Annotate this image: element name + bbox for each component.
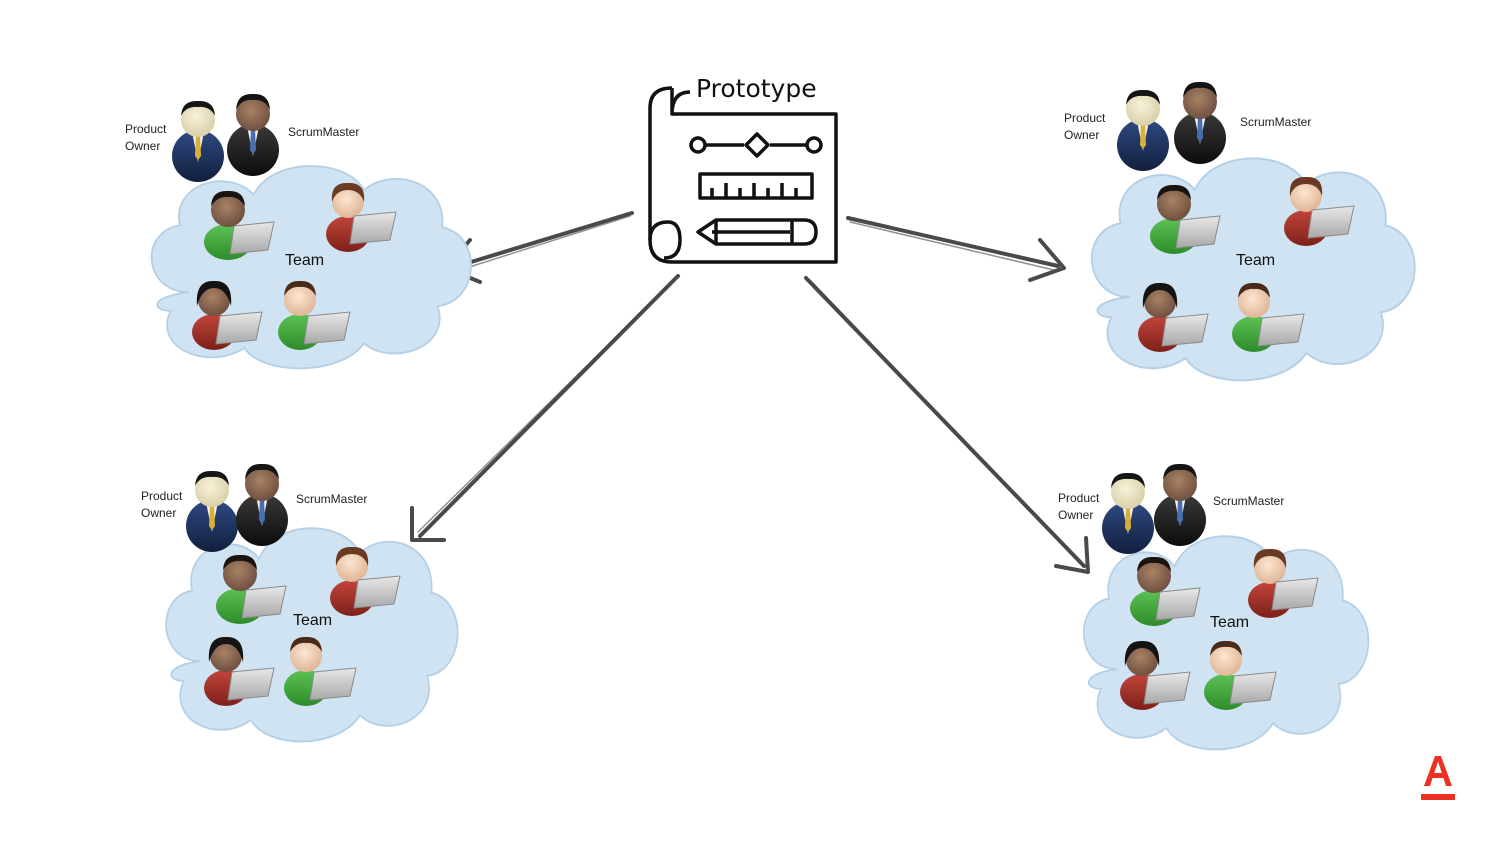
product-owner-avatar <box>186 470 238 552</box>
team-label: Team <box>1236 252 1276 269</box>
arrow-to-bottom-right <box>804 276 1090 574</box>
scrum-master-avatar <box>236 463 288 546</box>
product-owner-avatar <box>172 100 224 182</box>
team-label: Team <box>1210 614 1250 631</box>
scrum-master-label: ScrumMaster <box>1240 115 1312 129</box>
scrum-master-avatar <box>227 93 279 176</box>
blueprint-icon <box>648 86 838 264</box>
scrum-master-label: ScrumMaster <box>1213 494 1285 508</box>
arrow-to-top-right <box>846 216 1066 282</box>
product-owner-label: Product Owner <box>141 489 183 520</box>
product-owner-label: Product Owner <box>125 122 167 153</box>
team-group-bottom-left <box>165 527 459 743</box>
scrum-master-label: ScrumMaster <box>288 125 360 139</box>
team-label: Team <box>285 252 325 269</box>
product-owner-label: Product Owner <box>1058 491 1100 522</box>
scrum-master-avatar <box>1154 463 1206 546</box>
product-owner-label: Product Owner <box>1064 111 1106 142</box>
product-owner-avatar <box>1117 89 1169 171</box>
arrow-to-bottom-left <box>410 274 680 542</box>
alfa-logo-icon <box>1421 756 1455 800</box>
prototype-title: Prototype <box>696 74 817 103</box>
arrow-to-top-left <box>444 211 634 284</box>
scrum-master-label: ScrumMaster <box>296 492 368 506</box>
product-owner-avatar <box>1102 472 1154 554</box>
team-label: Team <box>293 612 333 629</box>
scrum-master-avatar <box>1174 81 1226 164</box>
